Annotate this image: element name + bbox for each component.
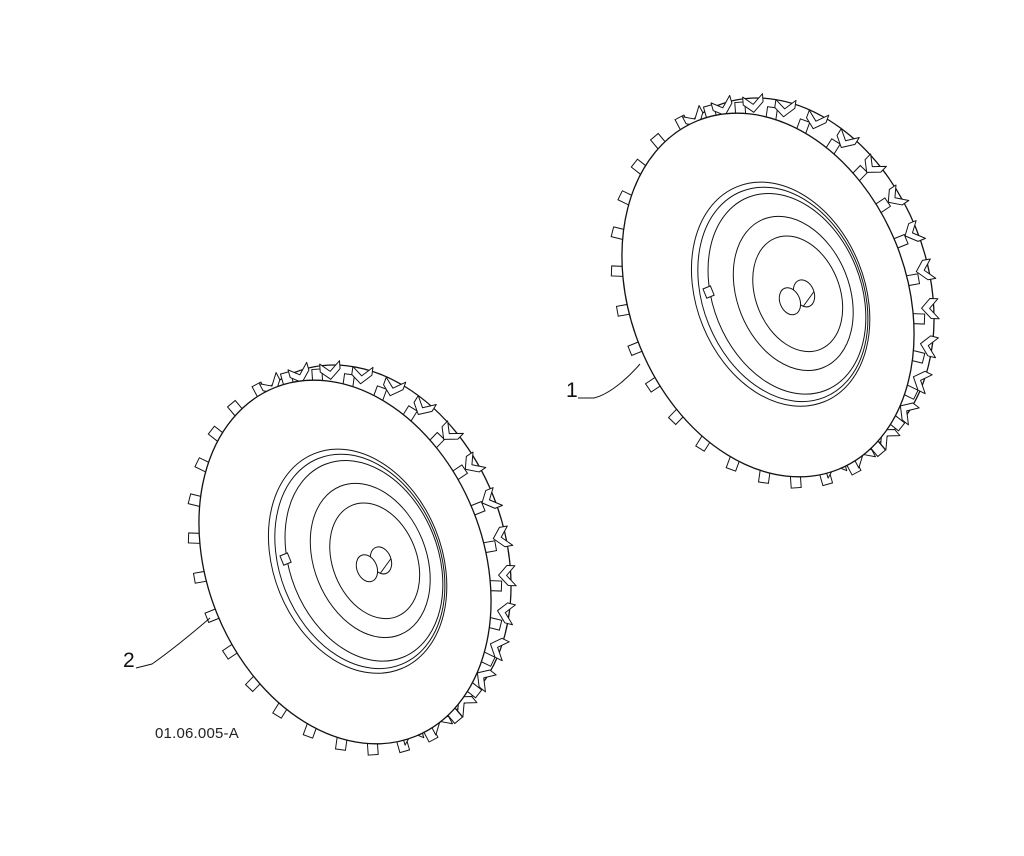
tread-chevron	[710, 94, 733, 116]
callout-label-1: 1	[566, 379, 578, 402]
tread-chevron	[413, 395, 437, 416]
leader-line-1	[578, 363, 641, 399]
tread-chevron	[899, 402, 920, 426]
tread-chevron	[498, 564, 517, 587]
tread-chevron	[864, 153, 887, 173]
tread-chevron	[457, 696, 478, 718]
tread-chevron	[489, 637, 510, 662]
tread-chevron	[383, 376, 407, 397]
axle-face	[778, 287, 802, 316]
tread-chevron	[836, 128, 860, 149]
tread-chevron	[774, 99, 797, 118]
tread-chevron	[887, 184, 910, 206]
tread-chevron	[915, 258, 937, 281]
valve-stem	[279, 552, 292, 566]
tread-chevron	[492, 525, 514, 548]
axle-face	[355, 554, 379, 583]
tread-chevron	[496, 602, 516, 626]
wheel-2-drawing	[187, 360, 517, 756]
valve-stem	[702, 285, 715, 299]
tread-chevron	[912, 370, 933, 395]
tread-chevron	[904, 220, 926, 242]
rim-lip	[284, 459, 444, 662]
leader-line-2	[135, 617, 211, 669]
figure-code: 01.06.005-A	[155, 725, 239, 742]
rim-lip	[707, 192, 867, 395]
tread-chevron	[880, 429, 901, 451]
rim-outer-ring	[690, 181, 871, 407]
tread-chevron	[921, 297, 940, 320]
rim-dish	[732, 215, 854, 372]
tread-chevron	[806, 109, 830, 130]
rim-dish	[309, 482, 431, 639]
tread-chevron	[319, 360, 341, 380]
tire-sidewall	[621, 112, 915, 478]
rim-outer-ring-inner	[274, 453, 446, 670]
tread-chevron	[481, 487, 503, 509]
rim-outer-ring-inner	[697, 186, 869, 403]
wheel-1-drawing	[610, 93, 940, 489]
tread-chevron	[351, 366, 374, 385]
rim-hub-plate	[752, 235, 844, 353]
rim-outer-ring	[267, 448, 448, 674]
tread-chevron	[441, 420, 464, 440]
tread-chevron	[919, 335, 939, 359]
tread-chevron	[287, 361, 310, 383]
tire-sidewall	[198, 379, 492, 745]
tread-chevron	[742, 93, 764, 113]
tread-chevron	[464, 451, 487, 473]
tread-chevron	[476, 669, 497, 693]
rim-hub-plate	[329, 502, 421, 620]
callout-label-2: 2	[123, 649, 135, 672]
